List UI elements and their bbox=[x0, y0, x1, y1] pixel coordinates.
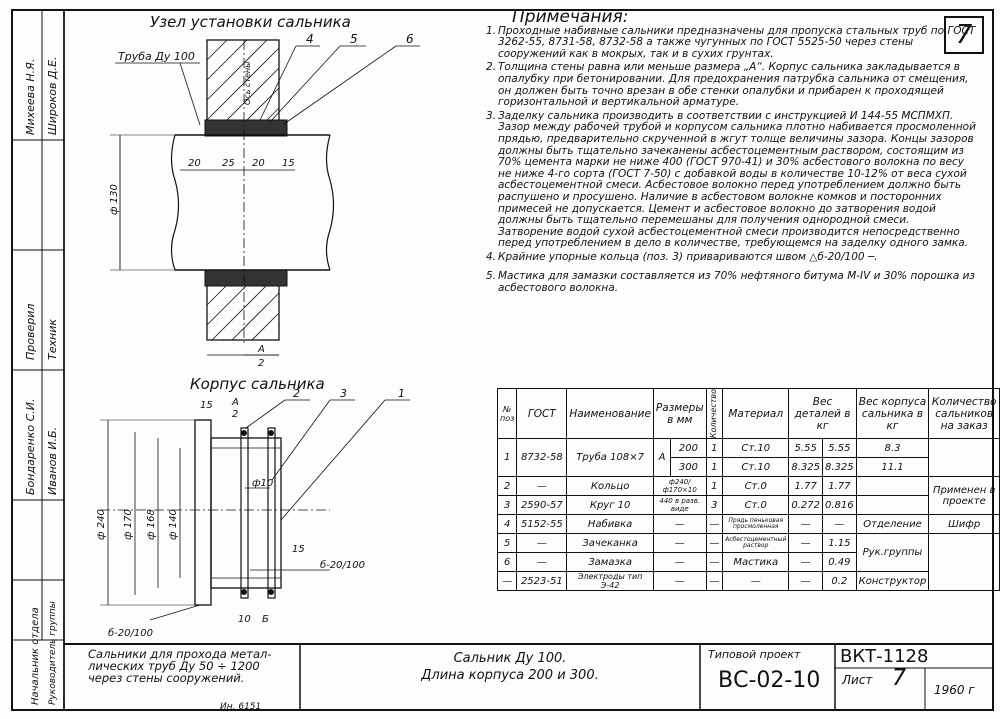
sheet-frame bbox=[11, 9, 994, 711]
assembly-title: Узел установки сальника bbox=[150, 13, 351, 31]
diameter-130: ф 130 bbox=[109, 184, 120, 215]
note-1: 1.Проходные набивные сальники предназнач… bbox=[486, 24, 976, 60]
title-center: Сальник Ду 100. Длина корпуса 200 и 300. bbox=[421, 651, 599, 683]
dia-168: ф 168 bbox=[146, 509, 157, 540]
applied-in: Применен в проекте bbox=[928, 476, 1000, 516]
dia-10: ф10 bbox=[252, 478, 273, 489]
callout-6[interactable]: 6 bbox=[406, 32, 414, 46]
dia-170: ф 170 bbox=[123, 509, 134, 540]
body-callout-2[interactable]: 2 bbox=[293, 387, 300, 400]
sheet-label: Лист bbox=[842, 673, 873, 687]
wall-dim-a-half: 2 bbox=[258, 358, 264, 369]
th-pos: № поз bbox=[496, 387, 518, 440]
dim-25: 25 bbox=[222, 158, 235, 169]
stamp-role-technician: Техник bbox=[46, 319, 59, 360]
stamp-name-1: Широков Д.Е. bbox=[46, 56, 59, 135]
shifr: Шифр bbox=[928, 514, 1000, 535]
body-dim-15b: 15 bbox=[292, 544, 305, 555]
wall-dim-a: А bbox=[257, 344, 265, 355]
note-5: 5.Мастика для замазки составляется из 70… bbox=[486, 270, 976, 295]
body-dim-a-half: 2 bbox=[232, 409, 238, 420]
body-title: Корпус сальника bbox=[190, 375, 325, 393]
body-drawing: Корпус сальника 2 3 1 15 А 2 ф10 15 ф 24… bbox=[96, 375, 410, 639]
th-qty: Количество bbox=[708, 389, 718, 439]
body-dim-15: 15 bbox=[200, 400, 213, 411]
notes-title: Примечания: bbox=[512, 7, 629, 27]
callout-4[interactable]: 4 bbox=[306, 32, 314, 46]
assembly-drawing: Узел установки сальника Труба Ду 100 Ось… bbox=[109, 13, 420, 369]
sheet-number-box: 7 bbox=[944, 16, 984, 54]
inventory-number: Ин. 6151 bbox=[220, 702, 262, 712]
pipe-label: Труба Ду 100 bbox=[118, 50, 195, 63]
stamp-role-checked: Проверил bbox=[24, 303, 37, 360]
note-4: 4.Крайние упорные кольца (поз. 3) привар… bbox=[486, 250, 878, 263]
th-size: Размеры в мм bbox=[652, 387, 707, 440]
note-2: 2.Толщина стены равна или меньше размера… bbox=[486, 61, 969, 109]
dim-15: 15 bbox=[282, 158, 295, 169]
th-material: Материал bbox=[722, 387, 790, 440]
stamp-name-4: Бондаренко С.И. bbox=[24, 398, 37, 495]
body-callout-1[interactable]: 1 bbox=[398, 387, 405, 400]
weld-right: б-20/100 bbox=[320, 559, 365, 571]
role-dept: Отделение bbox=[855, 514, 930, 535]
year: 1960 г bbox=[934, 683, 975, 697]
dim-b: Б bbox=[262, 614, 269, 625]
th-body-weight: Вес корпуса сальника в кг bbox=[855, 387, 930, 440]
sheet-no: 7 bbox=[892, 666, 906, 691]
th-name: Наименование bbox=[566, 387, 654, 440]
notes-block: Примечания: 1.Проходные набивные сальник… bbox=[486, 7, 976, 297]
stamp-name-2: Михеева Н.Я. bbox=[24, 58, 37, 135]
spec-table: № поз ГОСТ Наименование Размеры в мм Кол… bbox=[496, 387, 1000, 592]
th-weight: Вес деталей в кг bbox=[788, 387, 857, 440]
th-count: Количество сальников на заказ bbox=[928, 387, 1000, 440]
note-3: 3.Заделку сальника производить в соответ… bbox=[486, 109, 976, 250]
stamp-role-head: Начальник отдела bbox=[30, 607, 41, 705]
role-group: Рук.группы bbox=[855, 533, 930, 573]
title-left: Сальники для прохода метал- лических тру… bbox=[88, 647, 272, 685]
stamp-role-group: Руководитель группы bbox=[48, 601, 58, 705]
type-project-label: Типовой проект bbox=[708, 648, 801, 661]
dim-10: 10 bbox=[238, 614, 251, 625]
dim-20b: 20 bbox=[252, 158, 265, 169]
stamp-name-3: Иванов И.Б. bbox=[46, 426, 59, 495]
body-dim-a: А bbox=[231, 397, 239, 408]
th-gost: ГОСТ bbox=[516, 387, 568, 440]
dim-20a: 20 bbox=[188, 158, 201, 169]
body-callout-3[interactable]: 3 bbox=[340, 387, 347, 400]
weld-bottom: б-20/100 bbox=[108, 627, 153, 639]
role-designer: Конструктор bbox=[855, 571, 930, 592]
project-code: ВС-02-10 bbox=[718, 668, 821, 693]
callout-5[interactable]: 5 bbox=[350, 32, 358, 46]
dia-240: ф 240 bbox=[96, 509, 107, 540]
wall-axis-label: Ось стены bbox=[243, 62, 252, 105]
dia-140: ф 140 bbox=[168, 509, 179, 540]
series-code: ВКТ-1128 bbox=[840, 646, 929, 667]
